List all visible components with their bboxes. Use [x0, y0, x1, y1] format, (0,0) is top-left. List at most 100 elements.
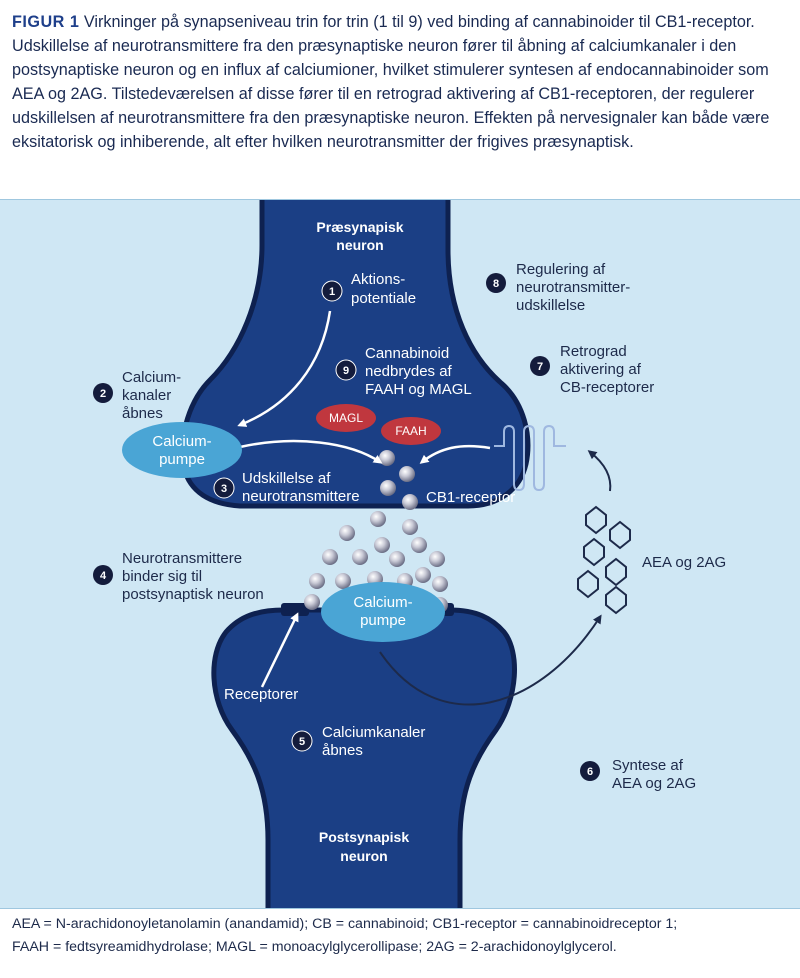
receptorer-label: Receptorer — [224, 686, 298, 703]
step-3-label-1: Udskillelse af — [242, 470, 331, 487]
neurotransmitter-particle — [304, 594, 320, 610]
neurotransmitter-particle — [402, 494, 418, 510]
hexagon-molecule — [583, 537, 605, 567]
presynaptic-label-2: neuron — [336, 237, 383, 253]
step-8-number: 8 — [493, 278, 499, 290]
neurotransmitter-particle — [374, 537, 390, 553]
step-7-label-3: CB-receptorer — [560, 379, 654, 396]
step-9-label-2: nedbrydes af — [365, 363, 453, 380]
step-6-number: 6 — [587, 766, 593, 778]
step-2-label-3: åbnes — [122, 405, 163, 422]
step-9-label-1: Cannabinoid — [365, 345, 449, 362]
footnote-line-2: FAAH = fedtsyreamidhydrolase; MAGL = mon… — [12, 939, 617, 955]
step-1-label-2: potentiale — [351, 290, 416, 307]
step-3-number: 3 — [221, 483, 227, 495]
step-8-label-2: neurotransmitter- — [516, 279, 630, 296]
step-8-label-1: Regulering af — [516, 261, 606, 278]
hexagon-molecule — [609, 520, 631, 550]
postsynaptic-label-1: Postsynapisk — [319, 829, 409, 845]
neurotransmitter-particle — [370, 511, 386, 527]
step-6-label-2: AEA og 2AG — [612, 775, 696, 792]
step-1-label-1: Aktions- — [351, 271, 405, 288]
faah-label: FAAH — [395, 424, 426, 438]
figure-area: Calcium- pumpe Calcium- pumpe MAGL FAAH … — [0, 199, 800, 909]
neurotransmitter-particle — [309, 573, 325, 589]
postsynaptic-pump-label-2: pumpe — [360, 612, 406, 629]
neurotransmitter-particle — [399, 466, 415, 482]
footnote-line-1: AEA = N-arachidonoyletanolamin (anandami… — [12, 916, 678, 932]
step-8-label-3: udskillelse — [516, 297, 585, 314]
neurotransmitter-particle — [379, 450, 395, 466]
step-6-badge — [580, 761, 600, 781]
neurotransmitter-particle — [432, 576, 448, 592]
neurotransmitter-particle — [411, 537, 427, 553]
cb1-receptor-label: CB1-receptor — [426, 489, 515, 506]
step-8-badge — [486, 273, 506, 293]
presynaptic-pump-label-2: pumpe — [159, 451, 205, 468]
step-4-badge — [93, 565, 113, 585]
hexagon-molecule — [577, 569, 599, 599]
arrow-receptorer — [260, 612, 299, 688]
aea-2ag-label: AEA og 2AG — [642, 554, 726, 571]
step-2-number: 2 — [100, 388, 106, 400]
arrow-pump-to-vesicles — [239, 439, 383, 464]
step-5-label-1: Calciumkanaler — [322, 724, 425, 741]
step-9-number: 9 — [343, 365, 349, 377]
step-4-label-1: Neurotransmittere — [122, 550, 242, 567]
step-5-label-2: åbnes — [322, 742, 363, 759]
faah-enzyme — [381, 417, 441, 445]
synapse-diagram: Calcium- pumpe Calcium- pumpe MAGL FAAH … — [93, 200, 726, 908]
step-4-label-2: binder sig til — [122, 568, 202, 585]
presynaptic-calcium-pump — [122, 422, 242, 478]
step-7-badge — [530, 356, 550, 376]
endocannabinoid-molecules — [577, 505, 631, 615]
footnote: AEA = N-arachidonoyletanolamin (anandami… — [12, 913, 792, 959]
postsynaptic-pump-label-1: Calcium- — [353, 594, 412, 611]
step-3-label-2: neurotransmittere — [242, 488, 360, 505]
step-6-label-1: Syntese af — [612, 757, 684, 774]
figure-caption: FIGUR 1 Virkninger på synapseniveau trin… — [12, 10, 792, 154]
presynaptic-pump-label-1: Calcium- — [152, 433, 211, 450]
presynaptic-neuron — [179, 200, 531, 509]
arrow-retrograde — [587, 450, 612, 492]
postsynaptic-label-2: neuron — [340, 848, 387, 864]
neurotransmitter-particle — [380, 480, 396, 496]
step-5-number: 5 — [299, 736, 305, 748]
step-7-label-1: Retrograd — [560, 343, 627, 360]
arrow-action-potential — [237, 310, 332, 427]
step-7-number: 7 — [537, 361, 543, 373]
arrow-receptor-to-vesicles — [419, 444, 491, 464]
cb1-receptor-icon — [494, 424, 566, 492]
presynaptic-label-1: Præsynapisk — [316, 219, 403, 235]
step-2-label-1: Calcium- — [122, 369, 181, 386]
arrow-synthesis — [379, 614, 602, 706]
step-3-badge — [213, 477, 235, 499]
neurotransmitter-particle — [335, 573, 351, 589]
neurotransmitter-particle — [339, 525, 355, 541]
hexagon-molecule — [585, 505, 607, 535]
postsynaptic-receptor-left — [281, 603, 309, 616]
hexagon-molecule — [605, 585, 627, 615]
step-9-badge — [335, 359, 357, 381]
step-7-label-2: aktivering af — [560, 361, 642, 378]
step-2-badge — [93, 383, 113, 403]
step-9-label-3: FAAH og MAGL — [365, 381, 472, 398]
step-1-number: 1 — [329, 286, 335, 298]
neurotransmitter-particle — [415, 567, 431, 583]
neurotransmitter-particle — [322, 549, 338, 565]
figure-number: FIGUR 1 — [12, 13, 80, 31]
postsynaptic-calcium-pump — [321, 582, 445, 642]
neurotransmitter-particle — [389, 551, 405, 567]
neurotransmitter-particle — [402, 519, 418, 535]
step-2-label-2: kanaler — [122, 387, 171, 404]
magl-label: MAGL — [329, 411, 363, 425]
step-4-label-3: postsynaptisk neuron — [122, 586, 264, 603]
neurotransmitter-particle — [352, 549, 368, 565]
step-4-number: 4 — [100, 570, 107, 582]
magl-enzyme — [316, 404, 376, 432]
caption-text: Virkninger på synapseniveau trin for tri… — [12, 13, 770, 151]
step-1-badge — [321, 280, 343, 302]
neurotransmitter-particle — [429, 551, 445, 567]
hexagon-molecule — [605, 557, 627, 587]
step-5-badge — [291, 730, 313, 752]
